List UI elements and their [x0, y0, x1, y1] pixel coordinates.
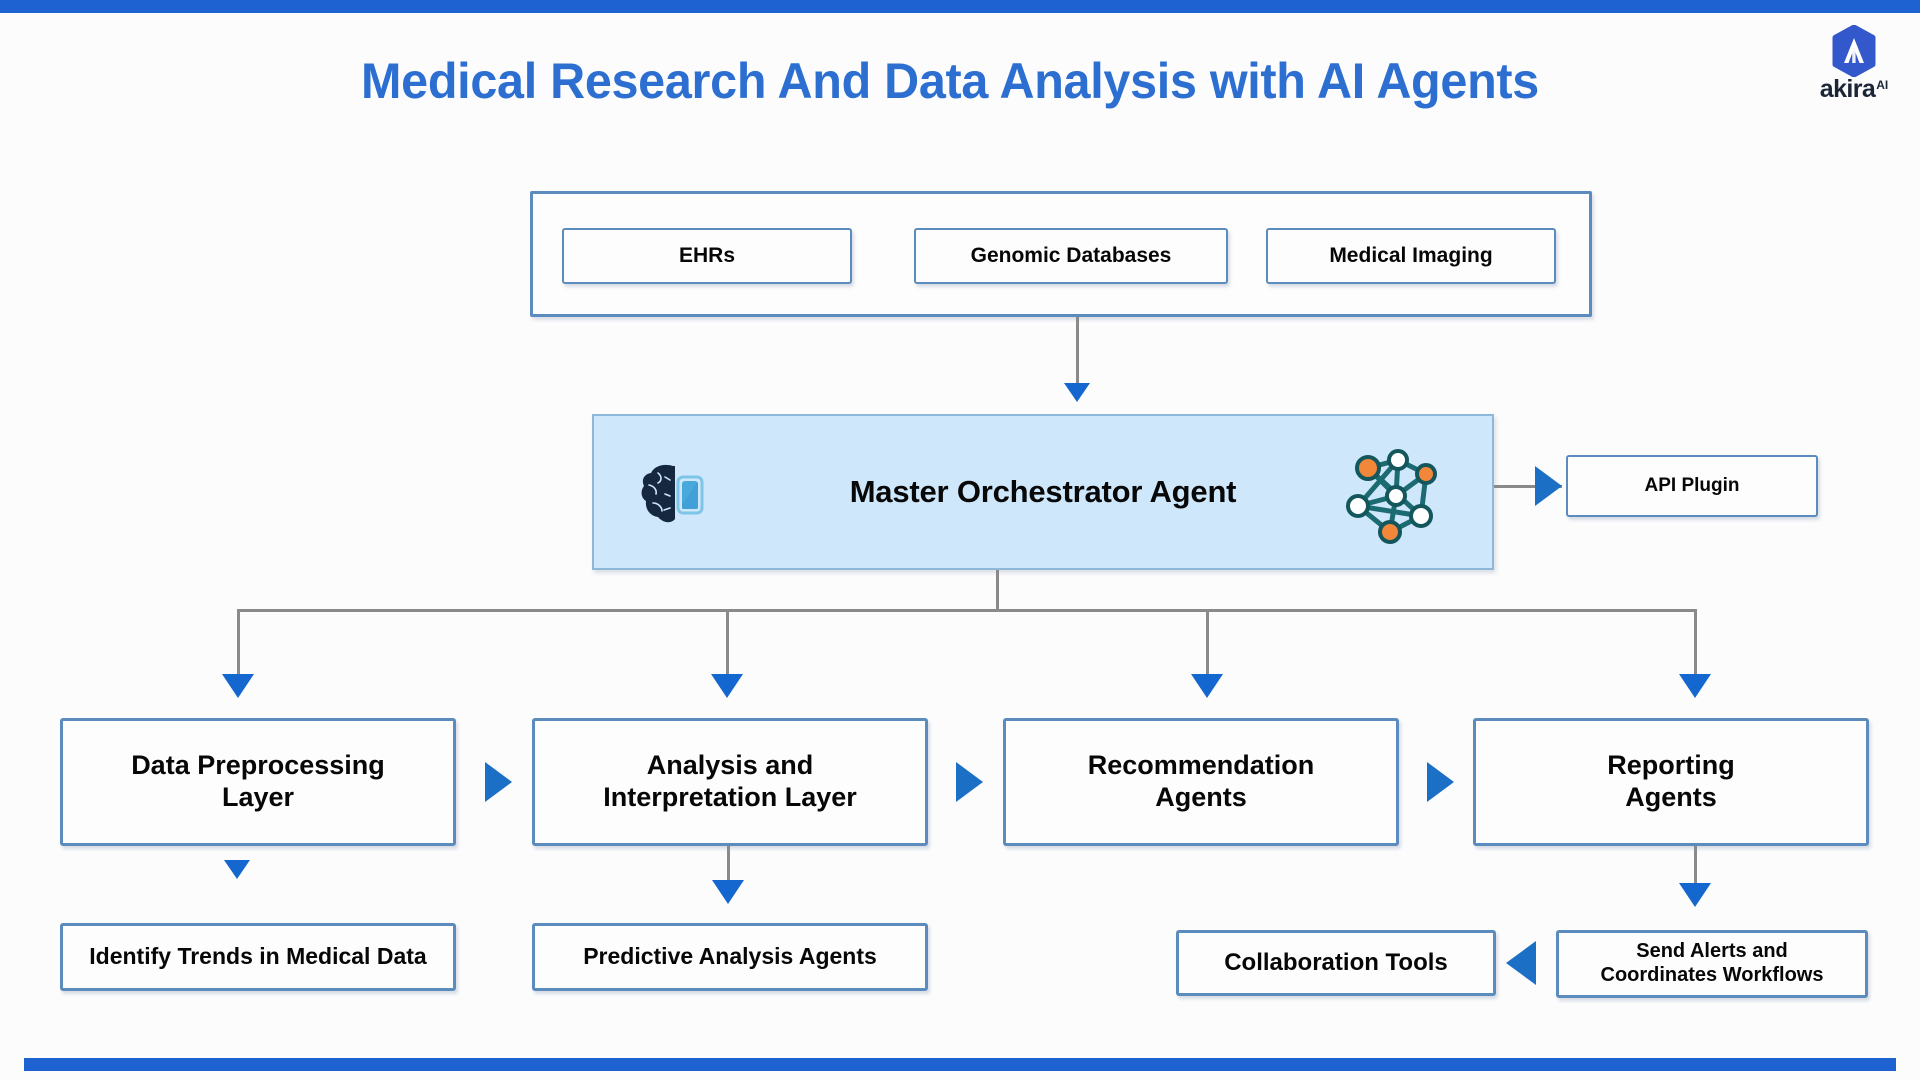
layer-box-recommendation-agents[interactable]: Recommendation Agents [1003, 718, 1399, 846]
alerts-label-line1: Send Alerts and [1636, 940, 1788, 963]
logo-superscript-text: AI [1876, 78, 1889, 92]
api-plugin-box[interactable]: API Plugin [1566, 455, 1818, 517]
source-box-ehrs[interactable]: EHRs [562, 228, 852, 284]
output-label: Identify Trends in Medical Data [89, 943, 427, 970]
connector-horizontal-bus [237, 609, 1697, 612]
layer-box-reporting-agents[interactable]: Reporting Agents [1473, 718, 1869, 846]
source-label: EHRs [678, 243, 736, 267]
arrowhead-layer-2 [711, 674, 743, 698]
arrow-layer1-to-layer2 [485, 762, 512, 802]
layer-label-line1: Analysis and [646, 750, 814, 781]
connector-drop-layer-3 [1206, 609, 1209, 679]
output-box-send-alerts[interactable]: Send Alerts and Coordinates Workflows [1556, 930, 1868, 998]
bottom-accent-bar [24, 1058, 1896, 1071]
orchestrator-label: Master Orchestrator Agent [849, 474, 1237, 509]
source-box-genomic-databases[interactable]: Genomic Databases [914, 228, 1228, 284]
connector-drop-layer-1 [237, 609, 240, 679]
output-label: Predictive Analysis Agents [583, 943, 877, 970]
output-box-collaboration-tools[interactable]: Collaboration Tools [1176, 930, 1496, 996]
arrowhead-layer-3 [1191, 674, 1223, 698]
hexagon-a-icon [1832, 25, 1876, 77]
connector-analysis-to-predictive [727, 846, 730, 888]
source-box-medical-imaging[interactable]: Medical Imaging [1266, 228, 1556, 284]
connector-orchestrator-stem [996, 570, 999, 612]
layer-label-line1: Reporting [1607, 750, 1735, 781]
arrowhead-orchestrator-to-plugin [1535, 466, 1562, 506]
brain-chip-icon [636, 460, 708, 535]
arrow-layer3-to-layer4 [1427, 762, 1454, 802]
layer-label-line2: Interpretation Layer [603, 782, 857, 812]
connector-drop-layer-4 [1694, 609, 1697, 679]
connector-sources-to-orchestrator [1076, 317, 1079, 393]
connector-orchestrator-to-plugin [1494, 485, 1562, 488]
alerts-label-line2: Coordinates Workflows [1600, 964, 1824, 986]
layer-label-line2: Layer [221, 782, 295, 812]
top-accent-bar [0, 0, 1920, 13]
layer-label-line1: Recommendation [1087, 750, 1315, 781]
page-title: Medical Research And Data Analysis with … [361, 53, 1539, 109]
arrow-layer2-to-layer3 [956, 762, 983, 802]
akira-ai-logo: akira AI [1800, 25, 1908, 110]
arrowhead-reporting-to-alerts [1679, 883, 1711, 907]
source-label: Medical Imaging [1329, 243, 1493, 267]
arrowhead-sources-to-orchestrator [1064, 383, 1090, 402]
arrowhead-analysis-to-predictive [712, 880, 744, 904]
api-plugin-label: API Plugin [1644, 474, 1740, 496]
logo-brand-text: akira [1819, 75, 1876, 103]
output-label: Collaboration Tools [1224, 948, 1448, 976]
layer-label-line1: Data Preprocessing [131, 750, 385, 781]
output-box-identify-trends[interactable]: Identify Trends in Medical Data [60, 923, 456, 991]
output-box-predictive-analysis[interactable]: Predictive Analysis Agents [532, 923, 928, 991]
arrowhead-layer-1 [222, 674, 254, 698]
layer-label-line2: Agents [1155, 782, 1247, 812]
neural-network-icon [1346, 444, 1442, 549]
layer-label-line2: Agents [1625, 782, 1717, 812]
layer-box-analysis-interpretation[interactable]: Analysis and Interpretation Layer [532, 718, 928, 846]
master-orchestrator-agent[interactable]: Master Orchestrator Agent [592, 414, 1494, 570]
layer-box-data-preprocessing[interactable]: Data Preprocessing Layer [60, 718, 456, 846]
source-label: Genomic Databases [970, 243, 1172, 267]
arrowhead-preprocessing-to-trends [224, 860, 250, 879]
arrow-alerts-to-collaboration [1506, 941, 1536, 985]
connector-reporting-to-alerts [1694, 846, 1697, 890]
arrowhead-layer-4 [1679, 674, 1711, 698]
connector-drop-layer-2 [726, 609, 729, 679]
